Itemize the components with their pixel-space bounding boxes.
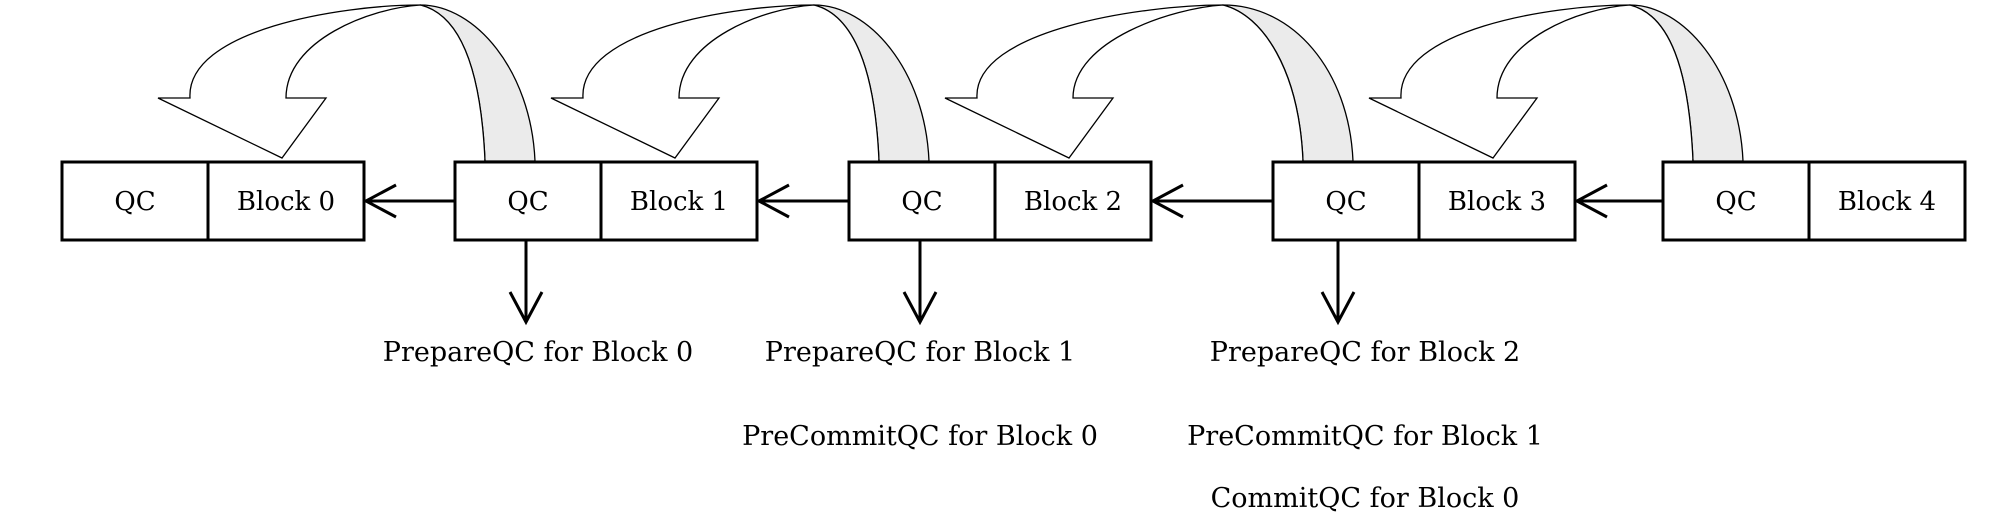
down-arrow-head (1320, 291, 1356, 326)
chain-arrow-0 (362, 183, 455, 219)
curved-arrow-body (944, 4, 1304, 162)
caption-0: PrepareQC for Block 0 (383, 337, 693, 368)
chain-arrow-head (1573, 183, 1608, 219)
block-label: Block 0 (237, 187, 335, 217)
caption-line: PrepareQC for Block 0 (383, 337, 693, 368)
caption-line: PrepareQC for Block 2 (1210, 337, 1520, 368)
qc-label: QC (507, 187, 548, 217)
caption-line: PrepareQC for Block 1 (765, 337, 1075, 368)
block-label: Block 3 (1448, 187, 1546, 217)
chain-arrow-head (362, 183, 397, 219)
curved-arrow-0 (157, 4, 536, 162)
block-1: QC Block 1 (453, 160, 759, 242)
qc-label: QC (901, 187, 942, 217)
curved-arrow-1 (550, 4, 930, 162)
caption-2: PrepareQC for Block 2 PreCommitQC for Blo… (1187, 337, 1543, 514)
chain-arrow-1 (755, 183, 849, 219)
qc-label: QC (1325, 187, 1366, 217)
down-arrows (508, 240, 1356, 326)
caption-line: PreCommitQC for Block 1 (1187, 421, 1543, 452)
curved-arrow-body (1368, 4, 1694, 162)
block-box (1661, 160, 1967, 242)
chain-arrow-2 (1149, 183, 1273, 219)
chain-arrows (362, 183, 1663, 219)
chain-arrow-head (1149, 183, 1184, 219)
down-arrow-head (508, 291, 544, 326)
block-box (1271, 160, 1577, 242)
curved-arrows (157, 4, 1744, 162)
block-3: QC Block 3 (1271, 160, 1577, 242)
down-arrow-head (902, 291, 938, 326)
captions: PrepareQC for Block 0 PrepareQC for Block… (383, 337, 1543, 514)
chain-arrow-3 (1573, 183, 1663, 219)
curved-arrow-body (550, 4, 880, 162)
down-arrow-3 (1320, 240, 1356, 326)
qc-label: QC (1715, 187, 1756, 217)
block-label: Block 4 (1838, 187, 1936, 217)
chain-arrow-head (755, 183, 790, 219)
caption-line: CommitQC for Block 0 (1211, 483, 1520, 514)
block-label: Block 1 (630, 187, 728, 217)
curved-arrow-3 (1368, 4, 1744, 162)
caption-1: PrepareQC for Block 1 PreCommitQC for Blo… (742, 337, 1098, 452)
block-label: Block 2 (1024, 187, 1122, 217)
curved-arrow-2 (944, 4, 1354, 162)
down-arrow-1 (508, 240, 544, 326)
block-0: QC Block 0 (60, 160, 366, 242)
down-arrow-2 (902, 240, 938, 326)
block-box (60, 160, 366, 242)
block-2: QC Block 2 (847, 160, 1153, 242)
caption-line: PreCommitQC for Block 0 (742, 421, 1098, 452)
blocks: QC Block 0 QC Block 1 QC Block 2 QC Block 3 QC Bl… (60, 160, 1967, 242)
qc-label: QC (114, 187, 155, 217)
block-4: QC Block 4 (1661, 160, 1967, 242)
curved-arrow-body (157, 4, 486, 162)
block-box (453, 160, 759, 242)
